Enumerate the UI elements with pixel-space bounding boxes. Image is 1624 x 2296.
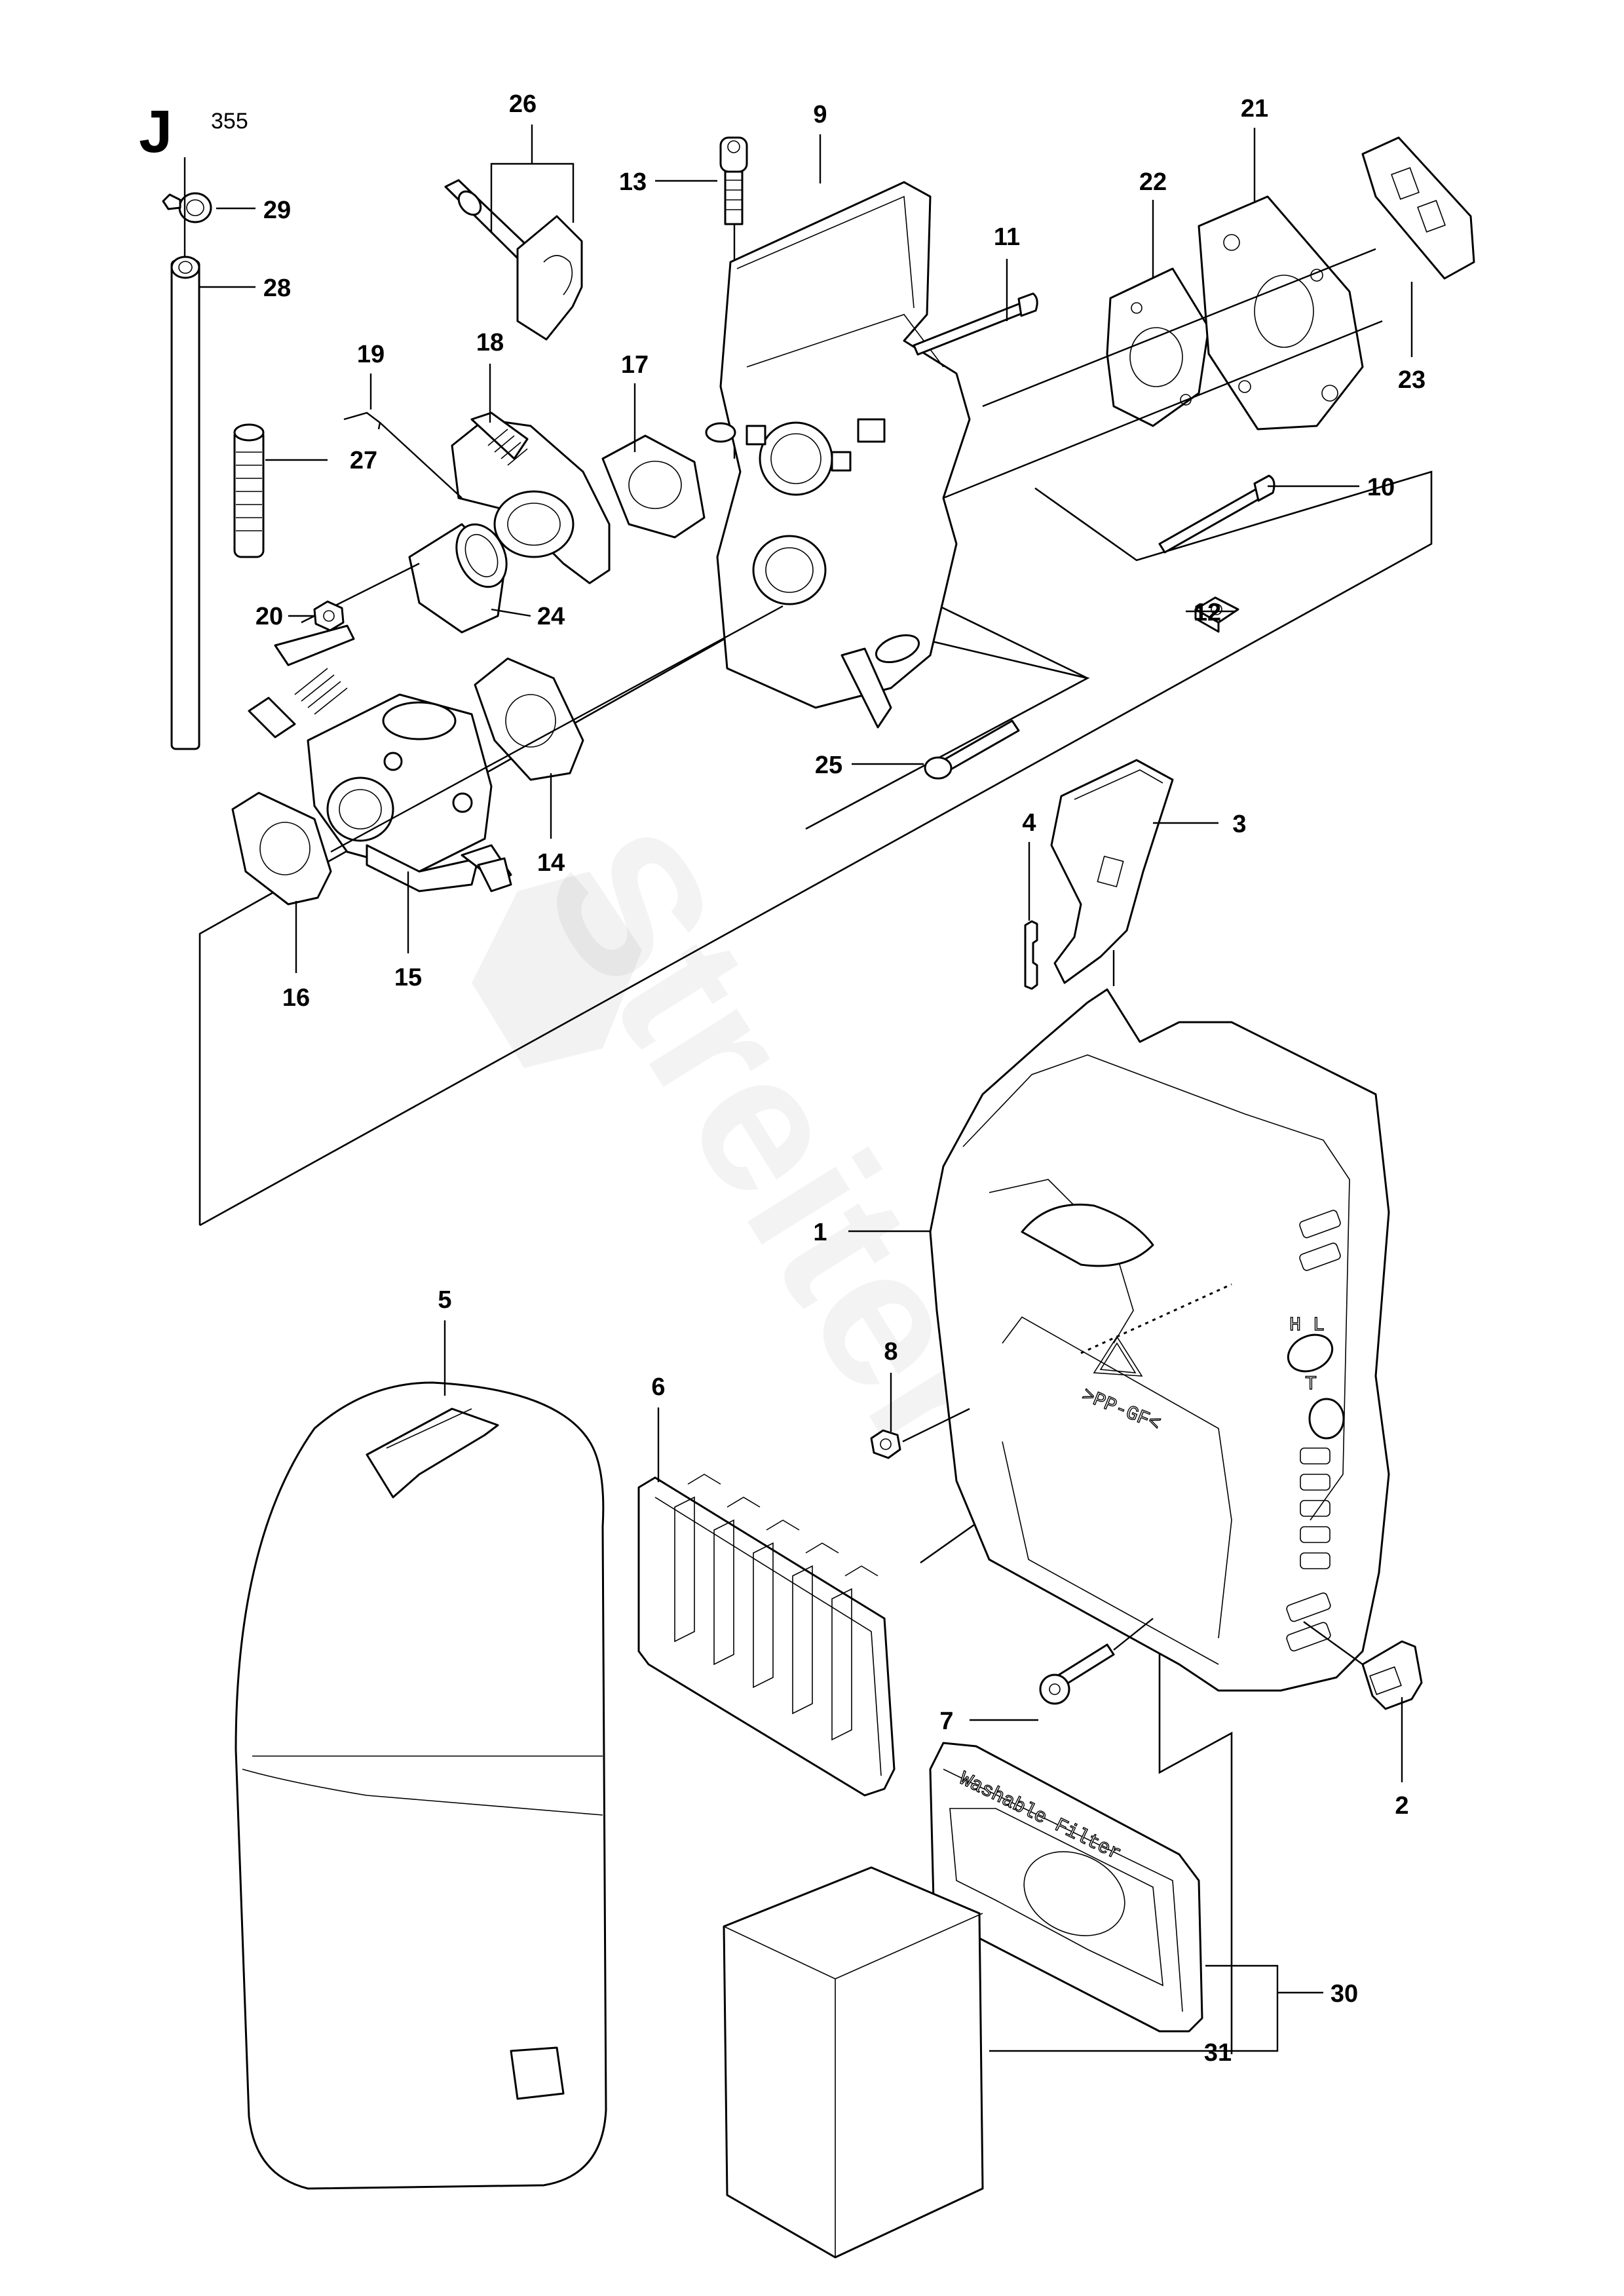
part-29-hose-clamp[interactable] [162,192,212,223]
part-15-carburettor[interactable] [248,624,512,892]
model-number: 355 [211,109,248,134]
part-31-foam-filter[interactable] [723,1866,984,2259]
label-part-12[interactable]: 12 [1194,599,1221,626]
label-part-18[interactable]: 18 [476,329,504,356]
section-letter: J [139,98,172,165]
watermark-logo-icon [472,871,642,1068]
label-part-25[interactable]: 25 [815,752,842,779]
part-11-screw[interactable] [913,292,1038,356]
label-part-30[interactable]: 30 [1331,1980,1358,2008]
label-part-17[interactable]: 17 [621,351,649,379]
part-18-intake-adapter[interactable] [451,411,611,584]
label-part-7[interactable]: 7 [939,1708,953,1735]
throttle-mark: T [1305,1373,1317,1396]
part-16-gasket[interactable] [231,792,332,906]
part-10-screw[interactable] [1158,474,1275,554]
part-2-latch[interactable] [1361,1640,1423,1710]
label-part-13[interactable]: 13 [619,168,647,196]
recycle-icon [1093,1335,1143,1377]
part-6-filter-grille[interactable] [637,1474,896,1797]
leader-lines [200,128,1413,2052]
part-9-carburettor-housing[interactable] [705,181,971,729]
part-5-filter-cover[interactable] [235,1381,607,2190]
label-part-16[interactable]: 16 [282,984,310,1012]
label-part-9[interactable]: 9 [813,101,827,128]
label-part-8[interactable]: 8 [884,1338,897,1366]
label-part-24[interactable]: 24 [537,603,565,630]
label-part-5[interactable]: 5 [438,1286,451,1314]
part-17-gasket[interactable] [601,434,706,539]
label-part-27[interactable]: 27 [350,447,377,474]
label-part-15[interactable]: 15 [394,964,422,991]
part-8-nut[interactable] [870,1429,901,1459]
label-part-1[interactable]: 1 [813,1219,827,1246]
part-21-flange[interactable] [1198,195,1364,430]
choke-marks: H L [1289,1314,1325,1337]
label-part-20[interactable]: 20 [255,603,283,630]
label-part-6[interactable]: 6 [651,1373,665,1401]
part-13-screw[interactable] [719,136,748,225]
label-part-28[interactable]: 28 [263,275,291,302]
part-4-clip[interactable] [1024,920,1038,990]
part-20-nut[interactable] [313,600,345,632]
label-part-3[interactable]: 3 [1232,811,1246,838]
label-part-2[interactable]: 2 [1395,1792,1408,1820]
label-part-31[interactable]: 31 [1204,2039,1232,2067]
part-14-gasket[interactable] [474,657,584,781]
label-part-14[interactable]: 14 [537,849,565,877]
label-part-11[interactable]: 11 [994,223,1020,251]
label-part-10[interactable]: 10 [1367,474,1395,501]
part-12-square-nut[interactable] [1194,596,1239,633]
part-1-air-filter-housing[interactable]: H L T >PP-GF< [929,988,1390,1692]
part-22-gasket[interactable] [1106,267,1210,427]
part-24-intake-boot[interactable] [408,516,516,634]
part-28-fuel-hose[interactable] [170,256,200,750]
label-part-23[interactable]: 23 [1398,366,1426,394]
label-part-29[interactable]: 29 [263,197,291,224]
part-7-screw[interactable] [1039,1643,1115,1705]
label-part-4[interactable]: 4 [1022,809,1036,837]
label-part-21[interactable]: 21 [1241,95,1268,123]
part-27-impulse-hose[interactable] [233,423,265,558]
label-part-26[interactable]: 26 [509,90,537,118]
part-23-gasket[interactable] [1361,136,1475,280]
part-25-screw[interactable] [924,719,1020,780]
part-number-labels: 1 2 3 4 5 6 7 8 9 10 11 12 13 14 15 16 1… [255,90,1426,2067]
part-3-choke-lever[interactable] [1050,759,1174,984]
label-part-22[interactable]: 22 [1139,168,1167,196]
part-26-fuel-nipple-and-grommet[interactable] [444,179,583,341]
label-part-19[interactable]: 19 [357,341,385,368]
part-19-throttle-rod[interactable] [343,411,463,499]
